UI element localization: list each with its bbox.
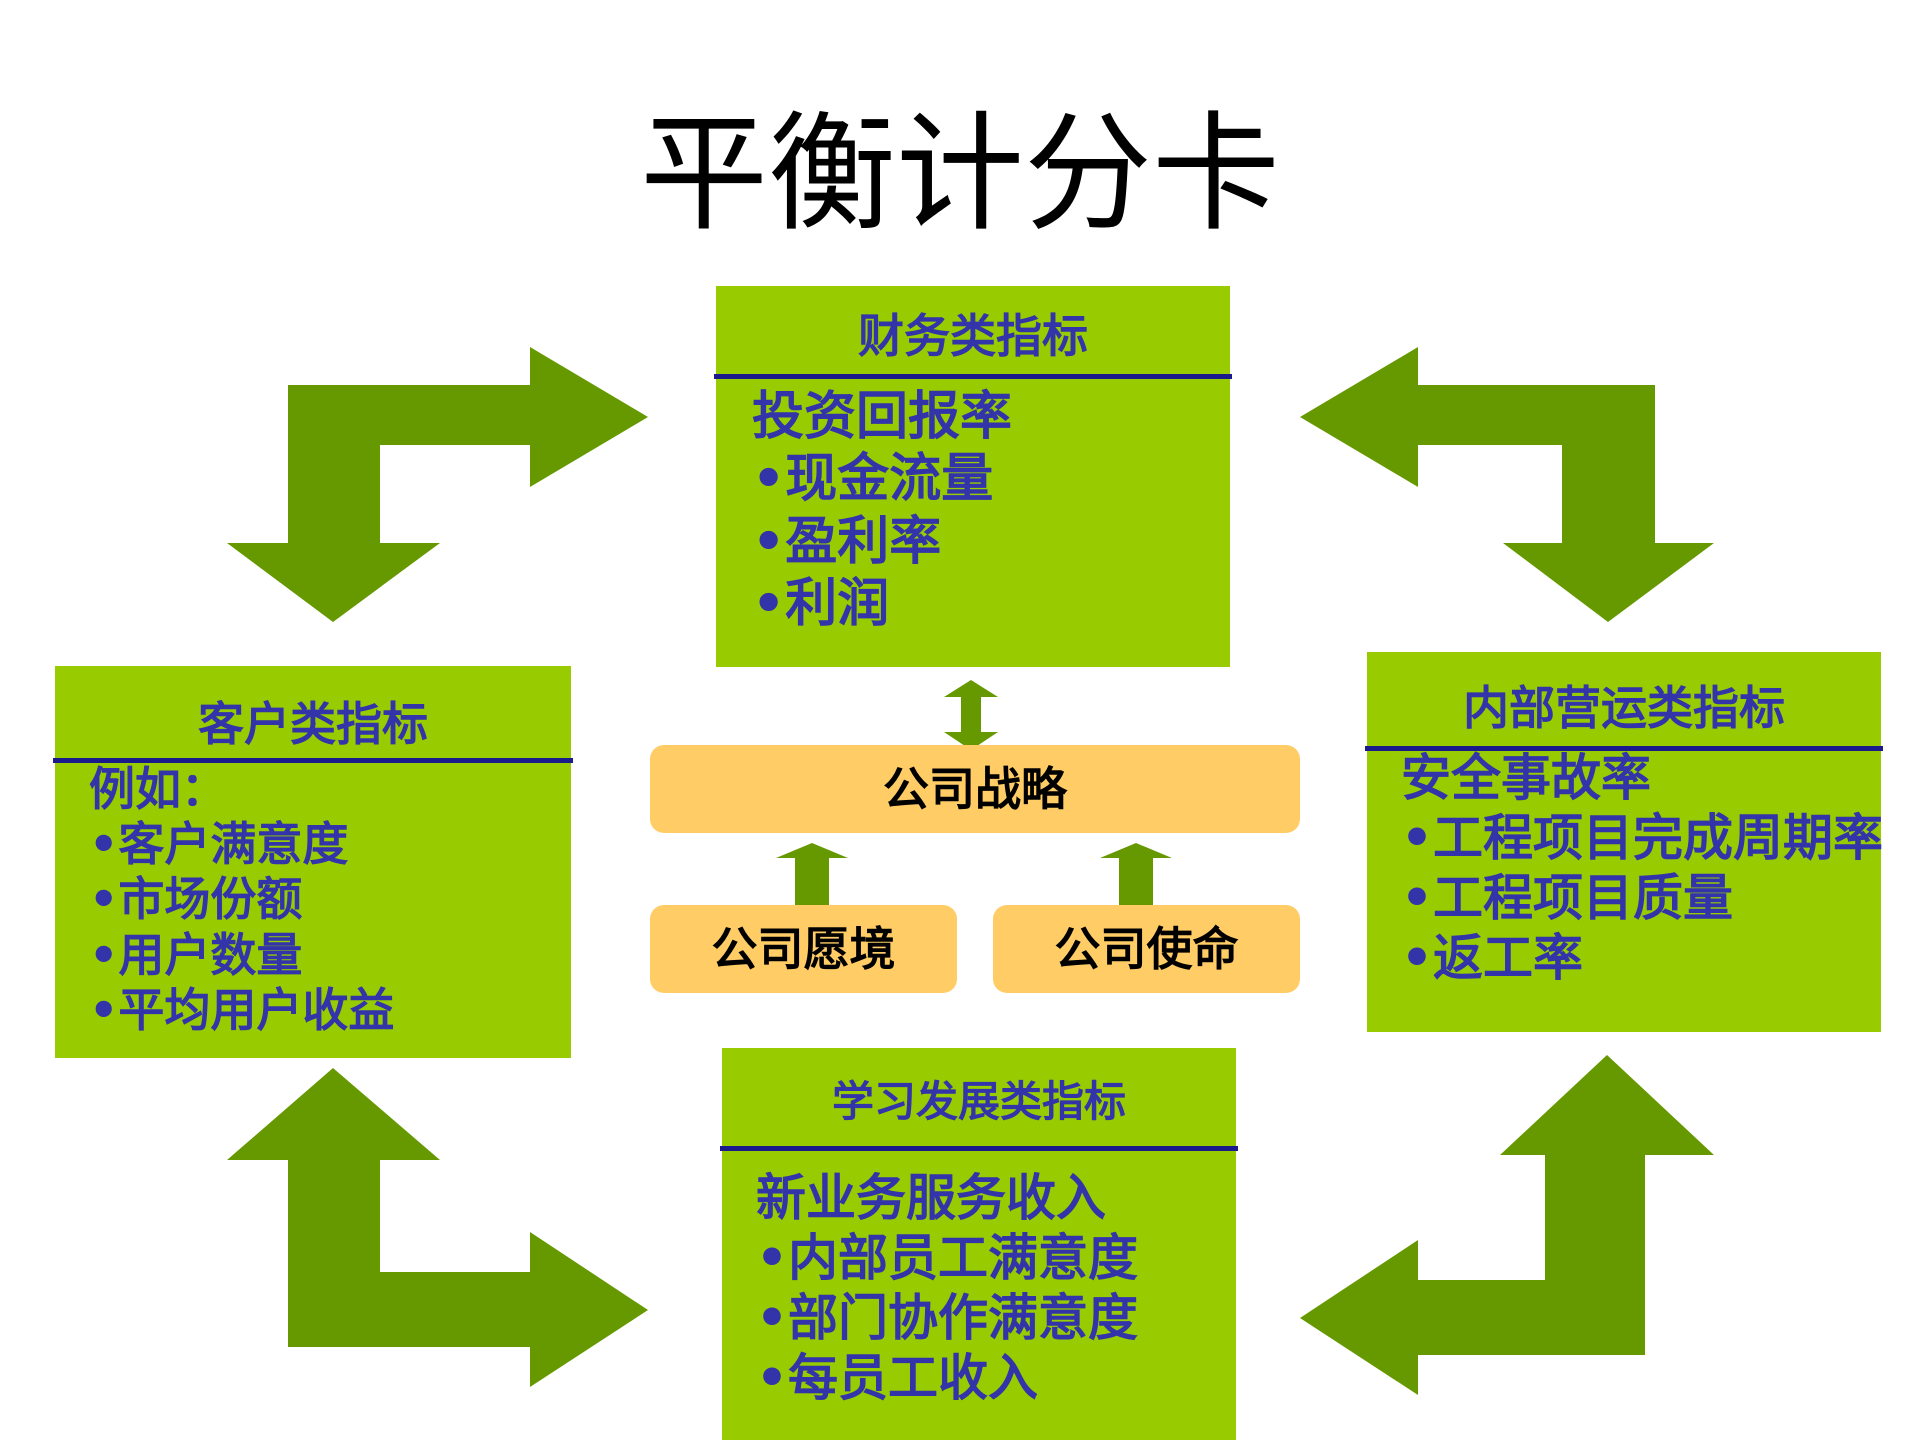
internal-heading: 内部营运类指标 (1463, 681, 1785, 735)
learning-list: 新业务服务收入 •内部员工满意度 •部门协作满意度 •每员工收入 (756, 1168, 1138, 1408)
finance-list: 投资回报率 •现金流量 •盈利率 •利润 (752, 386, 1012, 636)
arrow-bottom-right (1300, 1055, 1714, 1395)
vision-pill: 公司愿境 (650, 905, 957, 993)
internal-item: 安全事故率 (1401, 749, 1651, 807)
learning-item: •内部员工满意度 (756, 1229, 1138, 1287)
page-title: 平衡计分卡 (639, 100, 1280, 249)
learning-item: 新业务服务收入 (756, 1169, 1106, 1227)
mission-pill: 公司使命 (993, 905, 1300, 993)
finance-box: 财务类指标 投资回报率 •现金流量 •盈利率 •利润 (714, 286, 1232, 667)
customer-item: •客户满意度 (89, 817, 349, 872)
customer-item: 例如： (89, 762, 227, 816)
finance-item: •盈利率 (752, 511, 942, 572)
learning-item: •部门协作满意度 (756, 1289, 1138, 1347)
learning-heading: 学习发展类指标 (831, 1077, 1126, 1126)
internal-box: 内部营运类指标 安全事故率 •工程项目完成周期率 •工程项目质量 •返工率 (1365, 652, 1883, 1032)
customer-item: •平均用户收益 (89, 982, 395, 1037)
customer-item: •用户数量 (89, 927, 303, 982)
internal-divider (1365, 746, 1883, 751)
arrow-mission-strategy (1100, 843, 1172, 905)
internal-item: •返工率 (1401, 929, 1583, 987)
finance-divider (714, 374, 1232, 379)
internal-list: 安全事故率 •工程项目完成周期率 •工程项目质量 •返工率 (1401, 748, 1883, 988)
customer-box: 客户类指标 例如： •客户满意度 •市场份额 •用户数量 •平均用户收益 (53, 666, 573, 1058)
internal-item: •工程项目完成周期率 (1401, 809, 1883, 867)
arrow-vision-strategy (776, 843, 848, 905)
customer-list: 例如： •客户满意度 •市场份额 •用户数量 •平均用户收益 (89, 762, 394, 1038)
arrow-top-left (227, 347, 648, 622)
finance-item: 投资回报率 (752, 387, 1013, 447)
strategy-pill: 公司战略 (650, 745, 1300, 833)
customer-item: •市场份额 (89, 872, 303, 927)
arrow-strategy-finance (944, 680, 998, 750)
internal-item: •工程项目质量 (1401, 869, 1733, 927)
learning-divider (720, 1146, 1238, 1151)
arrow-top-right (1300, 347, 1714, 622)
customer-divider (53, 758, 573, 763)
arrow-bottom-left (227, 1068, 648, 1387)
finance-item: •现金流量 (752, 449, 994, 510)
learning-box: 学习发展类指标 新业务服务收入 •内部员工满意度 •部门协作满意度 •每员工收入 (720, 1048, 1238, 1440)
finance-heading: 财务类指标 (858, 309, 1088, 363)
finance-item: •利润 (752, 574, 890, 635)
customer-heading: 客户类指标 (198, 697, 428, 751)
learning-item: •每员工收入 (756, 1349, 1038, 1407)
